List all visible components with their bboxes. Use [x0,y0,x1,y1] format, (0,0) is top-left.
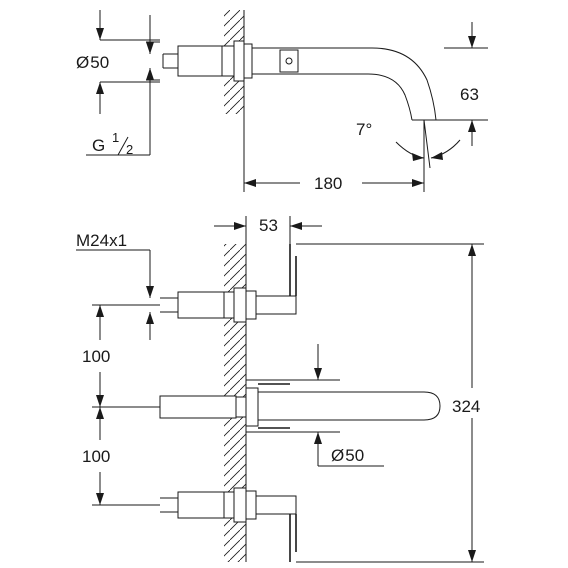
side-spout [252,47,437,121]
front-spout-diameter-dimension: Ø50 [314,344,384,467]
side-depth-label: 180 [314,174,342,193]
front-spacing-upper-label: 100 [82,347,110,366]
side-height-dimension: 63 [436,22,488,146]
front-spacing-dimension: 100 100 [82,304,160,506]
side-thread-numerator: 1 [112,130,119,145]
side-view: Ø50 G 1 2 63 [76,10,488,193]
side-thread-label: G [92,136,105,155]
side-angle-dimension: 7° [356,119,461,169]
side-height-label: 63 [460,85,479,104]
side-diameter-dimension: Ø50 [76,10,160,114]
front-overall-label: 324 [452,397,480,416]
front-view: 53 M24x1 [76,216,484,563]
front-offset-dimension: 53 [214,216,322,244]
front-upper-valve [160,244,297,323]
front-overall-dimension: 324 [296,243,484,563]
front-lower-valve [160,487,297,562]
front-spacing-lower-label: 100 [82,447,110,466]
side-thread-denominator: 2 [126,142,133,157]
side-diameter-label: Ø50 [76,53,109,72]
side-depth-dimension: 180 [243,114,425,193]
side-thread-dimension: G 1 2 [86,15,154,157]
front-thread-dimension: M24x1 [76,231,154,340]
front-spout [159,379,441,433]
front-spout-diameter-label: Ø50 [331,446,364,465]
side-valve-body [162,40,253,82]
side-angle-label: 7° [356,120,372,139]
front-offset-label: 53 [259,216,278,235]
front-thread-label: M24x1 [76,231,127,250]
